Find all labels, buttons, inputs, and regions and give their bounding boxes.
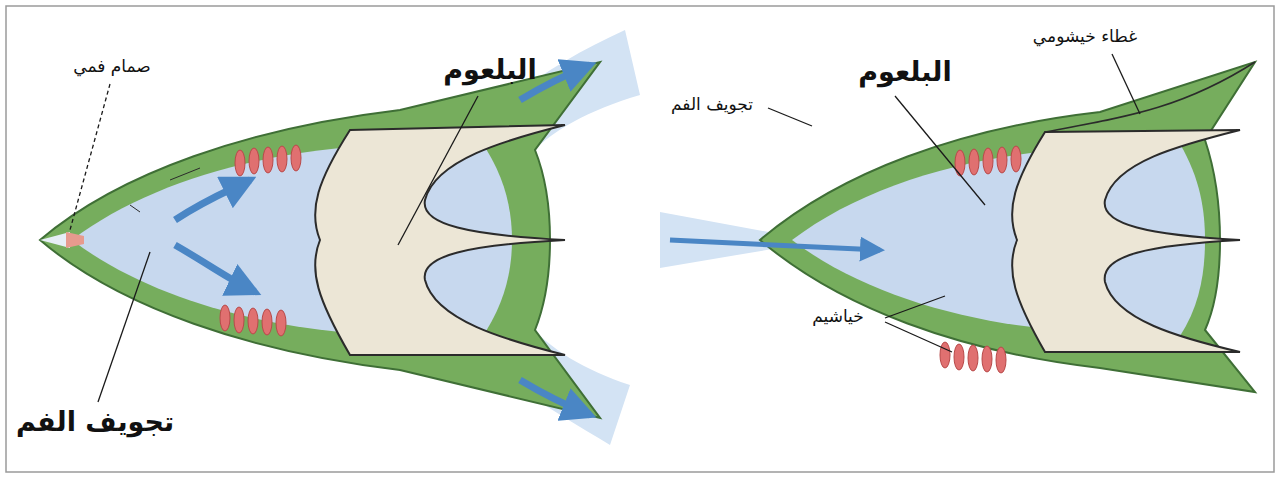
part-label: البلعوم — [858, 56, 951, 88]
part-label: تجويف الفم — [16, 406, 174, 438]
part-label: البلعوم — [443, 54, 536, 86]
part-label: صمام فمي — [73, 56, 151, 76]
part-label: خياشيم — [812, 306, 864, 326]
part-label: تجويف الفم — [671, 94, 753, 114]
part-label: غطاء خيشومي — [1033, 26, 1137, 46]
